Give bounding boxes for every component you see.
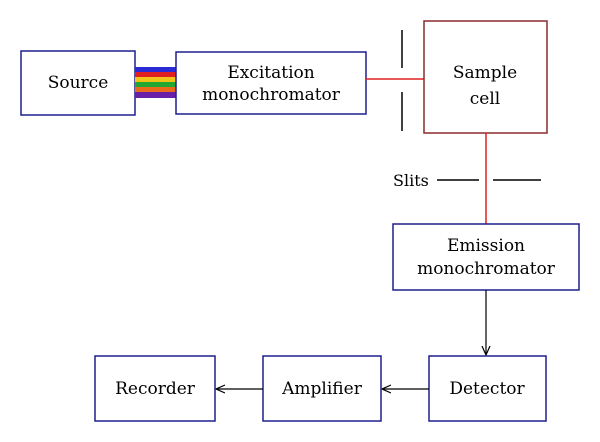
source-label: Source xyxy=(48,73,109,93)
recorder-label: Recorder xyxy=(115,379,196,399)
recorder-box xyxy=(94,355,216,422)
source-box xyxy=(20,50,136,116)
beam-stripe-red xyxy=(135,72,176,77)
excitation-monochromator-box xyxy=(175,51,367,115)
emission-monochromator-node: Emission monochromator xyxy=(392,223,580,291)
beam-stripe-purple xyxy=(135,92,176,98)
source-node: Source xyxy=(20,50,136,116)
emission-label-line2: monochromator xyxy=(417,259,556,279)
sample-label-line2: cell xyxy=(470,89,500,109)
excitation-label-line1: Excitation xyxy=(227,63,314,83)
emission-label-line1: Emission xyxy=(447,236,525,256)
amplifier-label: Amplifier xyxy=(281,379,363,399)
beam-stripe-yellow xyxy=(135,77,176,82)
emission-monochromator-box xyxy=(392,223,580,291)
light-beam-stripes xyxy=(135,67,176,98)
beam-stripe-blue xyxy=(135,67,176,72)
recorder-node: Recorder xyxy=(94,355,216,422)
beam-stripe-green xyxy=(135,82,176,87)
sample-label-line1: Sample xyxy=(453,63,517,83)
detector-label: Detector xyxy=(449,379,525,399)
excitation-label-line2: monochromator xyxy=(202,85,341,105)
beam-stripe-orange xyxy=(135,87,176,92)
detector-node: Detector xyxy=(428,355,547,422)
slits-label: Slits xyxy=(393,171,429,190)
amplifier-box xyxy=(262,355,382,422)
amplifier-node: Amplifier xyxy=(262,355,382,422)
excitation-monochromator-node: Excitation monochromator xyxy=(175,51,367,115)
sample-cell-node: Sample cell xyxy=(423,20,548,134)
sample-cell-box xyxy=(423,20,548,134)
